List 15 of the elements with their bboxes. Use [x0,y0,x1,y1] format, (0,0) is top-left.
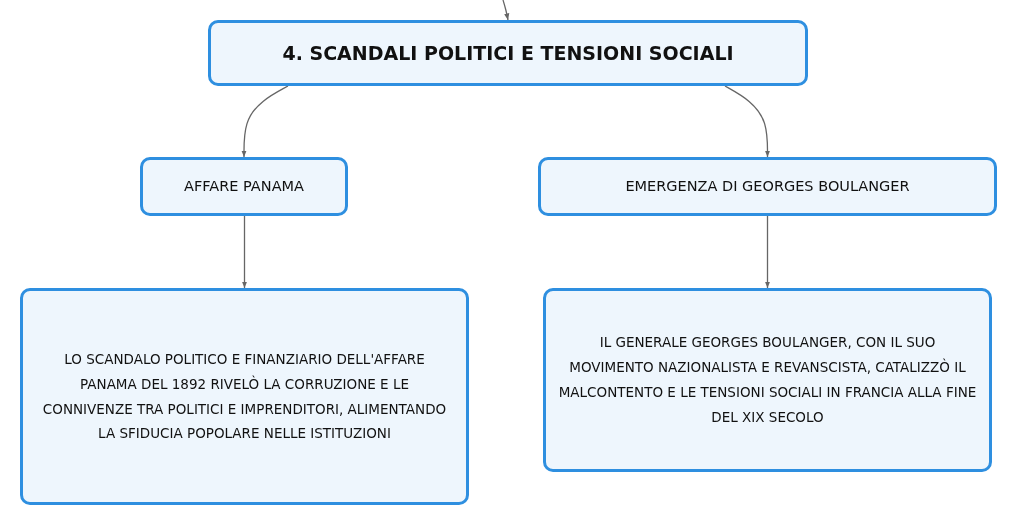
node-text: LO SCANDALO POLITICO E FINANZIARIO DELL'AFFARE PANAMA DEL 1892 RIVELÒ LA CORRUZIONE E LE CONNIVENZE TRA POLITICI E IMPRENDITORI, ALIMENTANDO LA SFIDUCIA POPOLARE NELLE ISTITUZIONI [41,349,448,444]
description-box [543,288,992,472]
title-box [208,20,808,86]
arrow [241,85,289,158]
arrow [764,215,771,289]
node-text: IL GENERALE GEORGES BOULANGER, CON IL SUO MOVIMENTO NAZIONALISTA E REVANSCISTA, CATALIZZÒ IL MALCONTENTO E LE TENSIONI SOCIALI IN FRANCIA ALLA FINE DEL XIX SECOLO [558,333,977,427]
topic-box [538,157,997,216]
topic-box [140,157,348,216]
title-text: 4. SCANDALI POLITICI E TENSIONI SOCIALI [282,40,734,66]
arrow [724,85,771,158]
node-text: EMERGENZA DI GEORGES BOULANGER [625,177,910,196]
arrow [502,0,510,21]
node-text: AFFARE PANAMA [184,177,304,196]
description-box [20,288,469,505]
arrow [241,215,248,289]
